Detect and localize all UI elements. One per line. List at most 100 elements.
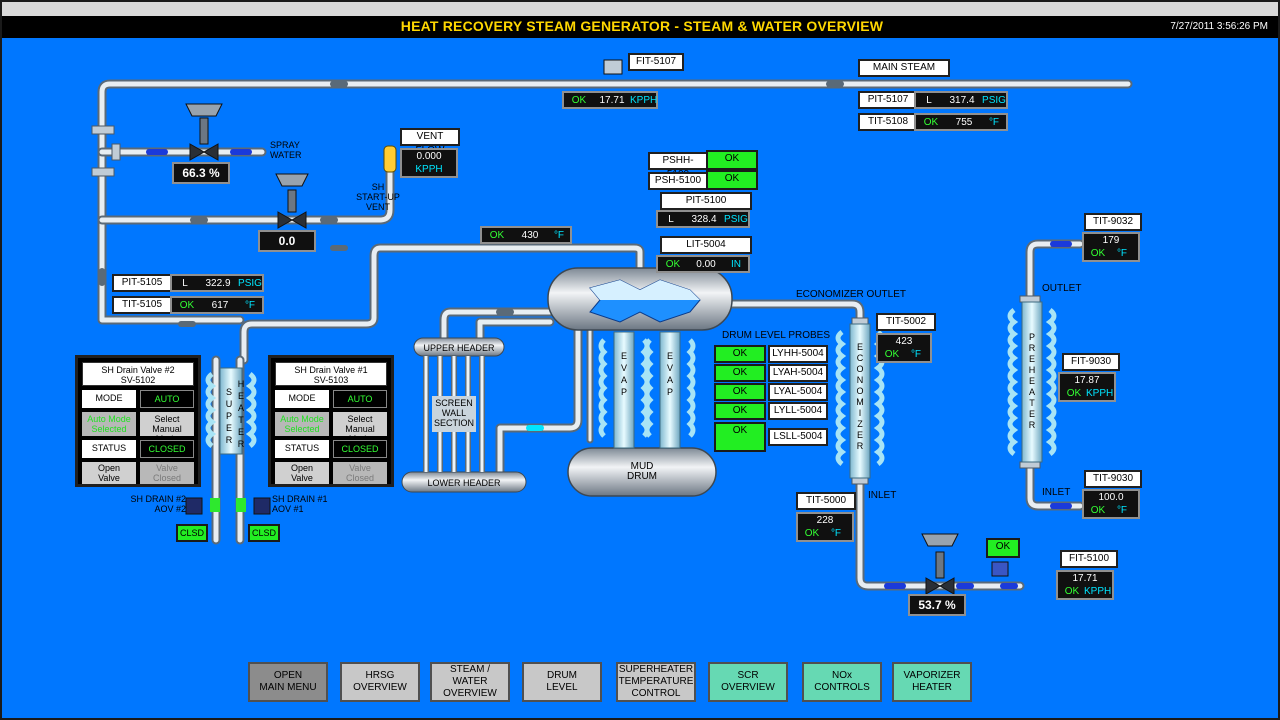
probe-tag-0[interactable]: LYHH-5004 <box>768 345 828 363</box>
probe-status-2[interactable]: OK <box>714 383 766 401</box>
preheater-outlet-label: OUTLET <box>1042 283 1082 294</box>
drum-inlet-temp-readout[interactable]: OK 430 °F <box>480 226 572 244</box>
nav-button-5[interactable]: SCR OVERVIEW <box>708 662 788 702</box>
tit-5000-value: 228 <box>816 515 834 526</box>
probe-status-0[interactable]: OK <box>714 345 766 363</box>
main-steam-label: MAIN STEAM <box>858 59 950 77</box>
nav-button-7[interactable]: VAPORIZER HEATER <box>892 662 972 702</box>
nav-button-label: NOx CONTROLS <box>814 670 870 693</box>
nav-button-6[interactable]: NOx CONTROLS <box>802 662 882 702</box>
tit-5000-tag[interactable]: TIT-5000 <box>796 492 856 510</box>
nav-button-0[interactable]: OPEN MAIN MENU <box>248 662 328 702</box>
vent-valve-output[interactable]: 0.0 <box>258 230 316 252</box>
nav-button-label: DRUM LEVEL <box>546 670 578 693</box>
vent-flow-readout[interactable]: 0.000 KPPH <box>400 148 458 178</box>
spray-valve-output[interactable]: 66.3 % <box>172 162 230 184</box>
pit-5107-tag[interactable]: PIT-5107 <box>858 91 918 109</box>
lit-5004-readout[interactable]: OK 0.00 IN <box>656 255 750 273</box>
valve-1-manual-mode-button[interactable]: Select Manual Mode <box>333 412 387 444</box>
tit-5105-tag[interactable]: TIT-5105 <box>112 296 172 314</box>
fit-5107-tag[interactable]: FIT-5107 <box>628 53 684 71</box>
tit-5108-unit: °F <box>988 117 1000 128</box>
probe-tag-3[interactable]: LYLL-5004 <box>768 402 828 420</box>
nav-button-3[interactable]: DRUM LEVEL <box>522 662 602 702</box>
fit-5100-tag[interactable]: FIT-5100 <box>1060 550 1118 568</box>
valve-1-auto-mode-button[interactable]: Auto Mode Selected <box>275 412 329 436</box>
pit-5105-readout[interactable]: L 322.9 PSIG <box>170 274 264 292</box>
tit-9032-readout[interactable]: 179 OK °F <box>1082 232 1140 262</box>
tit-5002-value: 423 <box>895 336 913 347</box>
tit-9032-tag[interactable]: TIT-9032 <box>1084 213 1142 231</box>
valve-1-status-label: STATUS <box>275 440 329 458</box>
drum-level-probes-title: DRUM LEVEL PROBES <box>722 330 830 341</box>
pit-5107-readout[interactable]: L 317.4 PSIG <box>914 91 1008 109</box>
nav-button-2[interactable]: STEAM / WATER OVERVIEW <box>430 662 510 702</box>
lower-header-label: LOWER HEADER <box>427 478 501 488</box>
economizer-inlet-label: INLET <box>868 490 897 501</box>
sh-startup-vent-label: SH START-UP VENT <box>356 182 400 212</box>
tit-5002-readout[interactable]: 423 OK °F <box>876 333 932 363</box>
tit-5105-unit: °F <box>244 300 256 311</box>
valve-1-open-button[interactable]: Open Valve <box>275 462 329 484</box>
pit-5105-tag[interactable]: PIT-5105 <box>112 274 172 292</box>
probe-status-3[interactable]: OK <box>714 402 766 420</box>
pit-5107-unit: PSIG <box>982 95 1006 106</box>
tit-9030-readout[interactable]: 100.0 OK °F <box>1082 489 1140 519</box>
datetime: 7/27/2011 3:56:26 PM <box>1170 21 1268 32</box>
pshh-5100-tag[interactable]: PSHH-5100 <box>648 152 708 180</box>
valve-1-closed-button[interactable]: Valve Closed <box>333 462 387 484</box>
tit-5108-tag[interactable]: TIT-5108 <box>858 113 918 131</box>
probe-tag-1[interactable]: LYAH-5004 <box>768 364 828 382</box>
sh-drain-2-clsd[interactable]: CLSD <box>176 524 208 542</box>
valve-2-mode-label: MODE <box>82 390 136 408</box>
feedwater-status-lamp[interactable]: OK <box>986 538 1020 558</box>
vent-flow-unit: KPPH <box>415 164 443 175</box>
lit-5004-value: 0.00 <box>696 259 716 270</box>
lit-5004-tag[interactable]: LIT-5004 <box>660 236 752 254</box>
pit-5100-readout[interactable]: L 328.4 PSIG <box>656 210 750 228</box>
valve-1-mode-value: AUTO <box>333 390 387 408</box>
tit-5002-tag[interactable]: TIT-5002 <box>876 313 936 331</box>
probe-tag-4[interactable]: LSLL-5004 <box>768 428 828 446</box>
tit-5002-unit: °F <box>910 349 922 360</box>
fit-5100-status: OK <box>1064 586 1080 597</box>
sh-drain-valve-1-panel: SH Drain Valve #1 SV-5103 MODE AUTO Auto… <box>268 355 394 487</box>
nav-button-label: SUPERHEATER TEMPERATURE CONTROL <box>618 664 694 699</box>
valve-1-mode-label: MODE <box>275 390 329 408</box>
fit-5107-value: 17.71 <box>599 95 625 106</box>
pshh-5100-status[interactable]: OK <box>706 150 758 170</box>
fit-5107-readout[interactable]: OK 17.71 KPPH <box>562 91 658 109</box>
valve-2-auto-mode-button[interactable]: Auto Mode Selected <box>82 412 136 436</box>
valve-2-closed-button[interactable]: Valve Closed <box>140 462 194 484</box>
title-bar <box>2 16 1278 38</box>
nav-button-4[interactable]: SUPERHEATER TEMPERATURE CONTROL <box>616 662 696 702</box>
fit-9030-tag[interactable]: FIT-9030 <box>1062 353 1120 371</box>
pit-5100-tag[interactable]: PIT-5100 <box>660 192 752 210</box>
valve-2-title: SH Drain Valve #2 SV-5102 <box>82 362 194 386</box>
drum-inlet-temp-status: OK <box>489 230 505 241</box>
probe-status-1[interactable]: OK <box>714 364 766 382</box>
tit-9030-tag[interactable]: TIT-9030 <box>1084 470 1142 488</box>
probe-tag-2[interactable]: LYAL-5004 <box>768 383 828 401</box>
preheater-inlet-label: INLET <box>1042 487 1071 498</box>
valve-2-manual-mode-button[interactable]: Select Manual Mode <box>140 412 194 444</box>
tit-9030-status: OK <box>1090 505 1106 516</box>
drum-inlet-temp-unit: °F <box>553 230 565 241</box>
sh-drain-1-clsd[interactable]: CLSD <box>248 524 280 542</box>
probe-status-4[interactable]: OK <box>714 422 766 452</box>
fit-9030-readout[interactable]: 17.87 OK KPPH <box>1058 372 1116 402</box>
fit-5100-readout[interactable]: 17.71 OK KPPH <box>1056 570 1114 600</box>
tit-9030-value: 100.0 <box>1098 492 1124 503</box>
valve-2-open-button[interactable]: Open Valve <box>82 462 136 484</box>
psh-5100-status[interactable]: OK <box>706 170 758 190</box>
drum-inlet-temp-value: 430 <box>521 230 539 241</box>
valve-2-mode-value: AUTO <box>140 390 194 408</box>
tit-5105-readout[interactable]: OK 617 °F <box>170 296 264 314</box>
feedwater-valve-output[interactable]: 53.7 % <box>908 594 966 616</box>
tit-5108-readout[interactable]: OK 755 °F <box>914 113 1008 131</box>
nav-button-1[interactable]: HRSG OVERVIEW <box>340 662 420 702</box>
tit-5000-readout[interactable]: 228 OK °F <box>796 512 854 542</box>
vent-flow-tag[interactable]: VENT FLOW <box>400 128 460 156</box>
lit-5004-unit: IN <box>731 259 741 270</box>
psh-5100-tag[interactable]: PSH-5100 <box>648 172 708 190</box>
